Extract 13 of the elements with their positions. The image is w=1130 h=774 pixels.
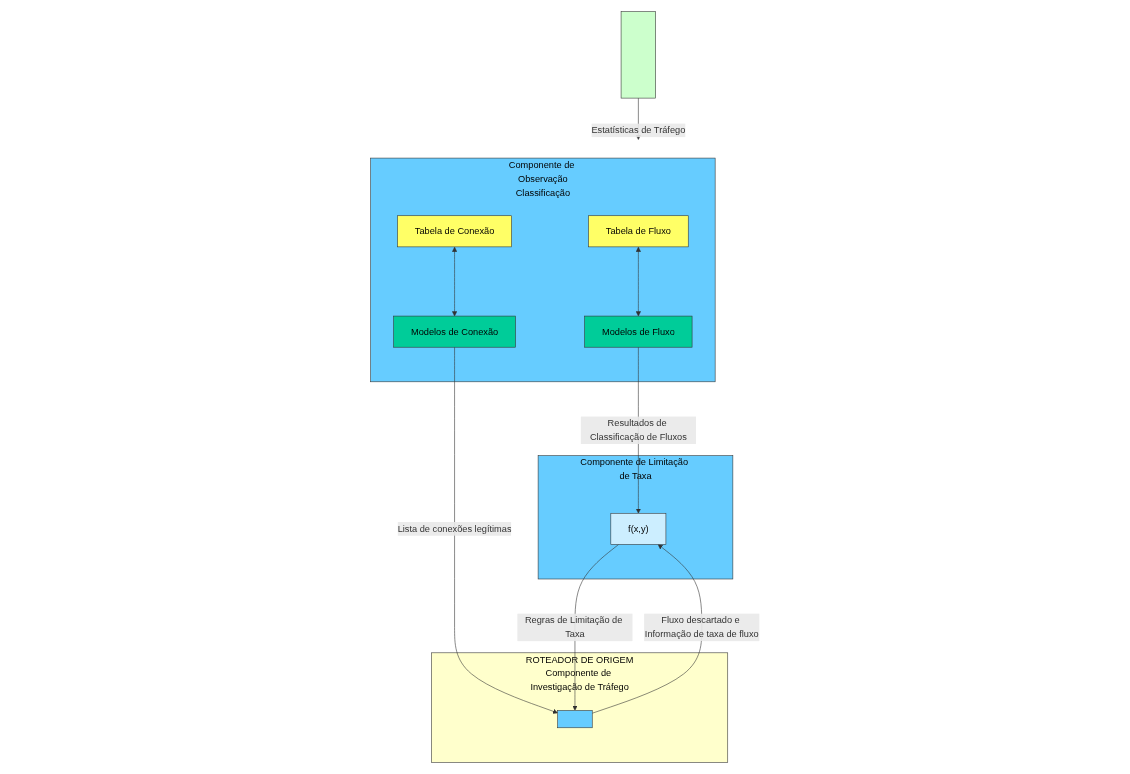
node-box: Modelos de Fluxo [584, 315, 693, 348]
node-box: Modelos de Conexão [393, 315, 516, 348]
node-box: f(x,y) [610, 513, 667, 545]
cluster: ROTEADOR DE ORIGEM Componente de Investigação de Tráfego [431, 652, 728, 763]
edge-label: Fluxo descartado e Informação de taxa de fluxo [644, 615, 759, 639]
edge-label: Lista de conexões legítimas [397, 523, 512, 534]
node-box [557, 710, 593, 729]
edge-label: Estatísticas de Tráfego [591, 125, 686, 136]
edge-label: Resultados de Classificação de Fluxos [589, 418, 687, 442]
node-box: Tabela de Fluxo [588, 215, 689, 248]
node-box: Tabela de Conexão [397, 215, 512, 248]
edge-label: Regras de Limitação de Taxa [524, 615, 623, 639]
node-bar [620, 11, 656, 99]
